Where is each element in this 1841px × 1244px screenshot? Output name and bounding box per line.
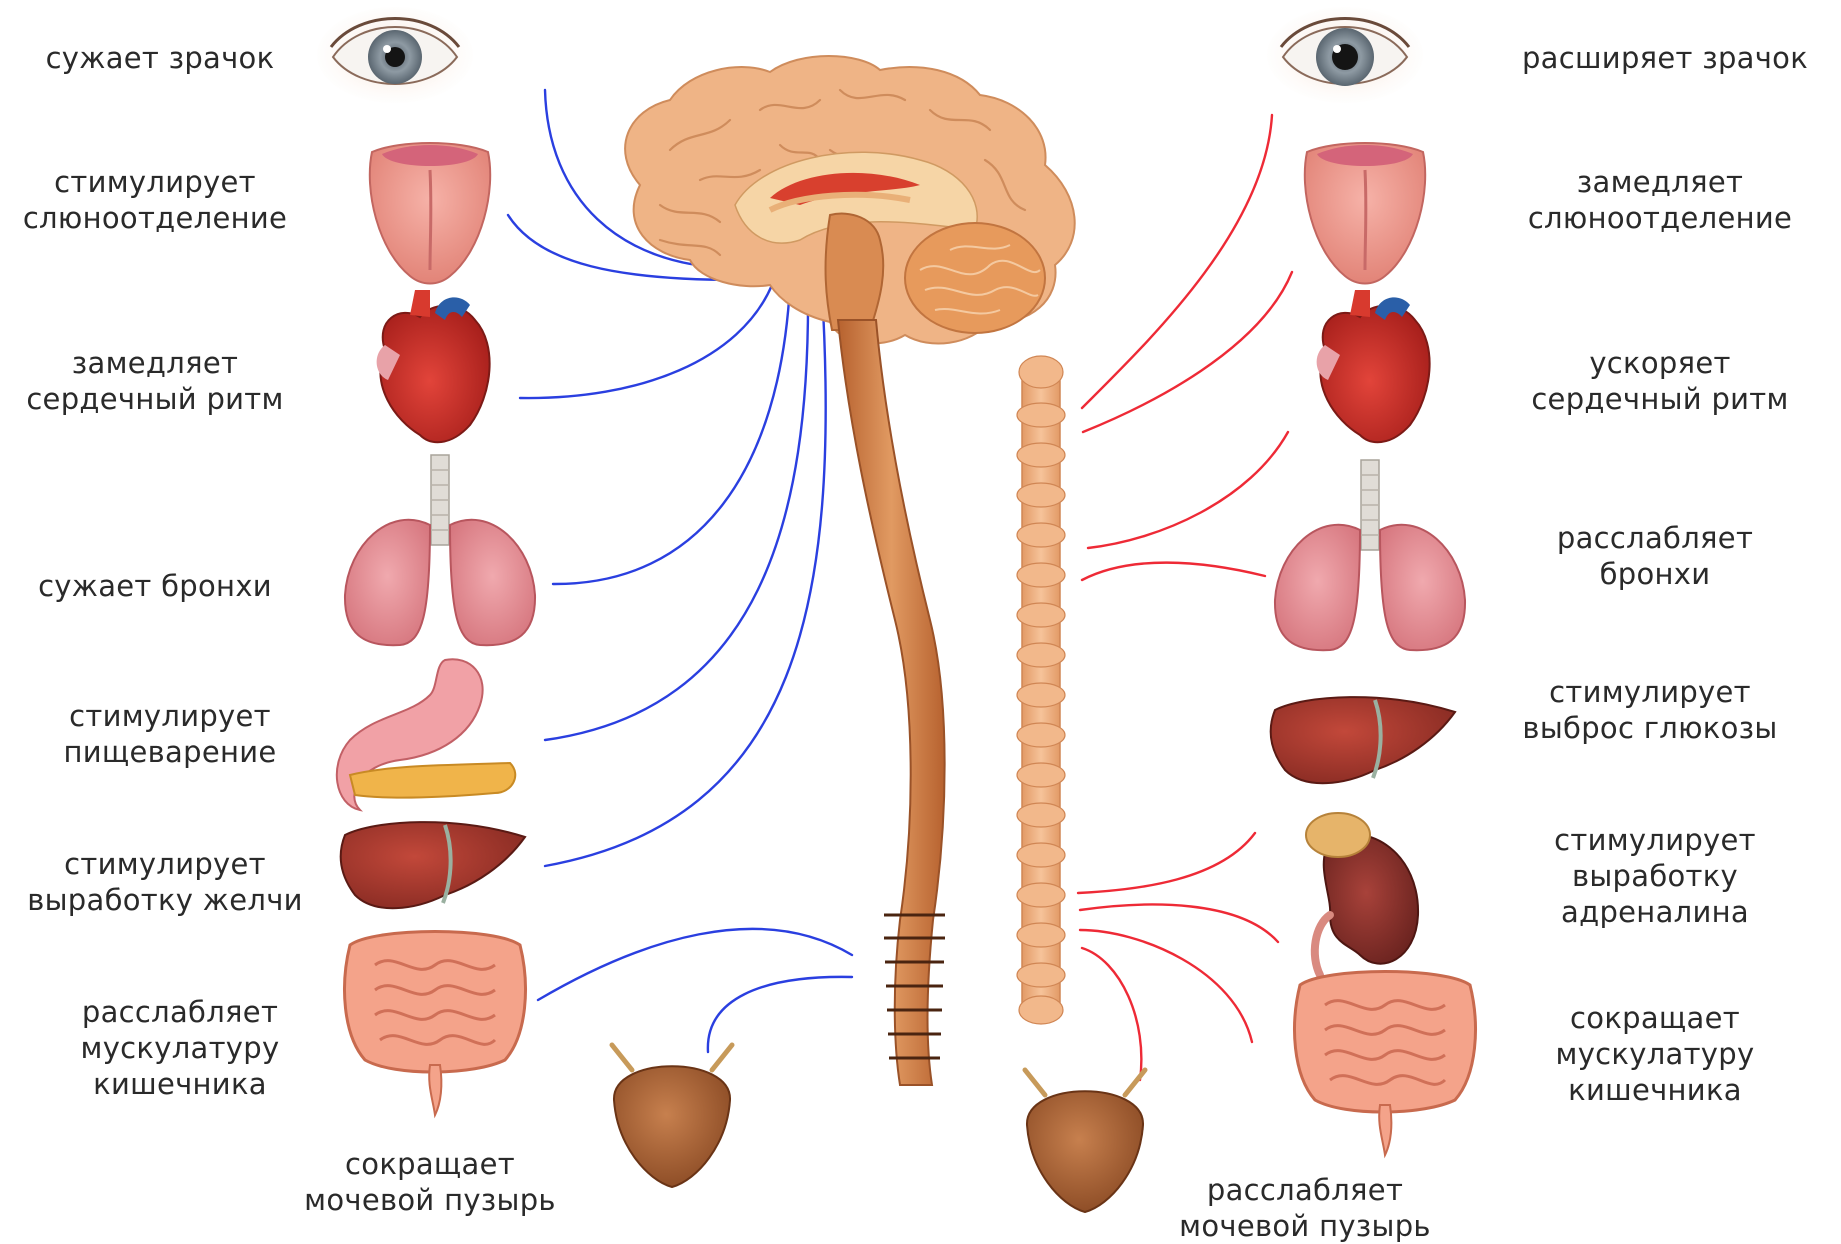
heart-left-image [377, 290, 490, 442]
brain [625, 56, 1075, 344]
label-line: замедляет [1505, 164, 1815, 200]
lungs-right-image [1275, 460, 1465, 650]
label-left-digestion: стимулирует пищеварение [20, 698, 320, 770]
label-right-pupil: расширяет зрачок [1495, 40, 1835, 76]
label-line: кишечника [1510, 1072, 1800, 1108]
label-line: мочевой пузырь [1145, 1208, 1465, 1244]
bladder-right-image [1025, 1070, 1145, 1212]
label-line: выработку [1510, 858, 1800, 894]
label-line: расслабляет [1520, 520, 1790, 556]
label-left-intestine: расслабляет мускулатуру кишечника [30, 994, 330, 1102]
intestine-right-image [1295, 972, 1476, 1156]
nerve-heart-red [1088, 432, 1288, 548]
sympathetic-nerves [1078, 115, 1292, 1080]
nerve-kidney-red [1080, 905, 1278, 942]
nerve-bronchi-blue [553, 285, 790, 584]
label-left-bladder: сокращает мочевой пузырь [270, 1146, 590, 1218]
lungs-left-image [345, 455, 535, 645]
label-line: ускоряет [1505, 345, 1815, 381]
kidney-adrenal-right-image [1306, 813, 1418, 975]
label-line: мускулатуру [30, 1030, 330, 1066]
label-line: стимулирует [20, 698, 320, 734]
label-line: слюноотделение [0, 200, 310, 236]
label-line: слюноотделение [1505, 200, 1815, 236]
label-right-adrenaline: стимулирует выработку адреналина [1510, 822, 1800, 930]
nerve-heart-blue [520, 285, 772, 398]
liver-right-image [1271, 697, 1455, 783]
tongue-right-image [1305, 143, 1425, 284]
label-line: расширяет зрачок [1495, 40, 1835, 76]
spinal-cord [838, 320, 945, 1085]
label-line: стимулирует [0, 164, 310, 200]
nerve-bronchi-red [1082, 563, 1265, 580]
label-line: стимулирует [5, 846, 325, 882]
nerve-bladder-red [1082, 948, 1141, 1080]
eye-right-image [1267, 7, 1423, 103]
label-right-glucose: стимулирует выброс глюкозы [1490, 674, 1810, 746]
label-line: мочевой пузырь [270, 1182, 590, 1218]
label-line: сердечный ритм [1505, 381, 1815, 417]
label-left-bile: стимулирует выработку желчи [5, 846, 325, 918]
label-line: расслабляет [30, 994, 330, 1030]
heart-right-image [1317, 290, 1430, 442]
liver-left-image [341, 822, 525, 908]
sympathetic-ganglion-chain [1017, 356, 1065, 1024]
label-line: бронхи [1520, 556, 1790, 592]
label-line: адреналина [1510, 894, 1800, 930]
label-right-heart: ускоряет сердечный ритм [1505, 345, 1815, 417]
nerve-bile-blue [545, 290, 826, 866]
label-line: сокращает [1510, 1000, 1800, 1036]
label-line: мускулатуру [1510, 1036, 1800, 1072]
label-line: сердечный ритм [0, 381, 310, 417]
eye-left-image [317, 7, 473, 103]
label-right-intestine: сокращает мускулатуру кишечника [1510, 1000, 1800, 1108]
stomach-left-image [337, 659, 515, 810]
label-line: расслабляет [1145, 1172, 1465, 1208]
nerve-digestion-blue [545, 288, 808, 740]
label-line: сужает бронхи [15, 568, 295, 604]
label-line: кишечника [30, 1066, 330, 1102]
label-line: сокращает [270, 1146, 590, 1182]
intestine-left-image [345, 932, 526, 1116]
label-left-pupil: сужает зрачок [30, 40, 290, 76]
label-left-bronchi: сужает бронхи [15, 568, 295, 604]
label-left-heart: замедляет сердечный ритм [0, 345, 310, 417]
nerve-intestine-blue [538, 929, 852, 1000]
bladder-left-image [612, 1045, 732, 1187]
label-right-bladder: расслабляет мочевой пузырь [1145, 1172, 1465, 1244]
label-line: пищеварение [20, 734, 320, 770]
nerve-adrenal-red [1078, 833, 1255, 893]
nerve-bladder-blue [708, 977, 852, 1052]
label-line: выработку желчи [5, 882, 325, 918]
label-right-bronchi: расслабляет бронхи [1520, 520, 1790, 592]
label-left-saliva: стимулирует слюноотделение [0, 164, 310, 236]
label-line: выброс глюкозы [1490, 710, 1810, 746]
label-line: стимулирует [1510, 822, 1800, 858]
nerve-pupil-red [1082, 115, 1272, 408]
label-line: замедляет [0, 345, 310, 381]
tongue-left-image [370, 143, 490, 284]
label-right-saliva: замедляет слюноотделение [1505, 164, 1815, 236]
label-line: сужает зрачок [30, 40, 290, 76]
nerve-intestine-red [1080, 930, 1252, 1042]
label-line: стимулирует [1490, 674, 1810, 710]
